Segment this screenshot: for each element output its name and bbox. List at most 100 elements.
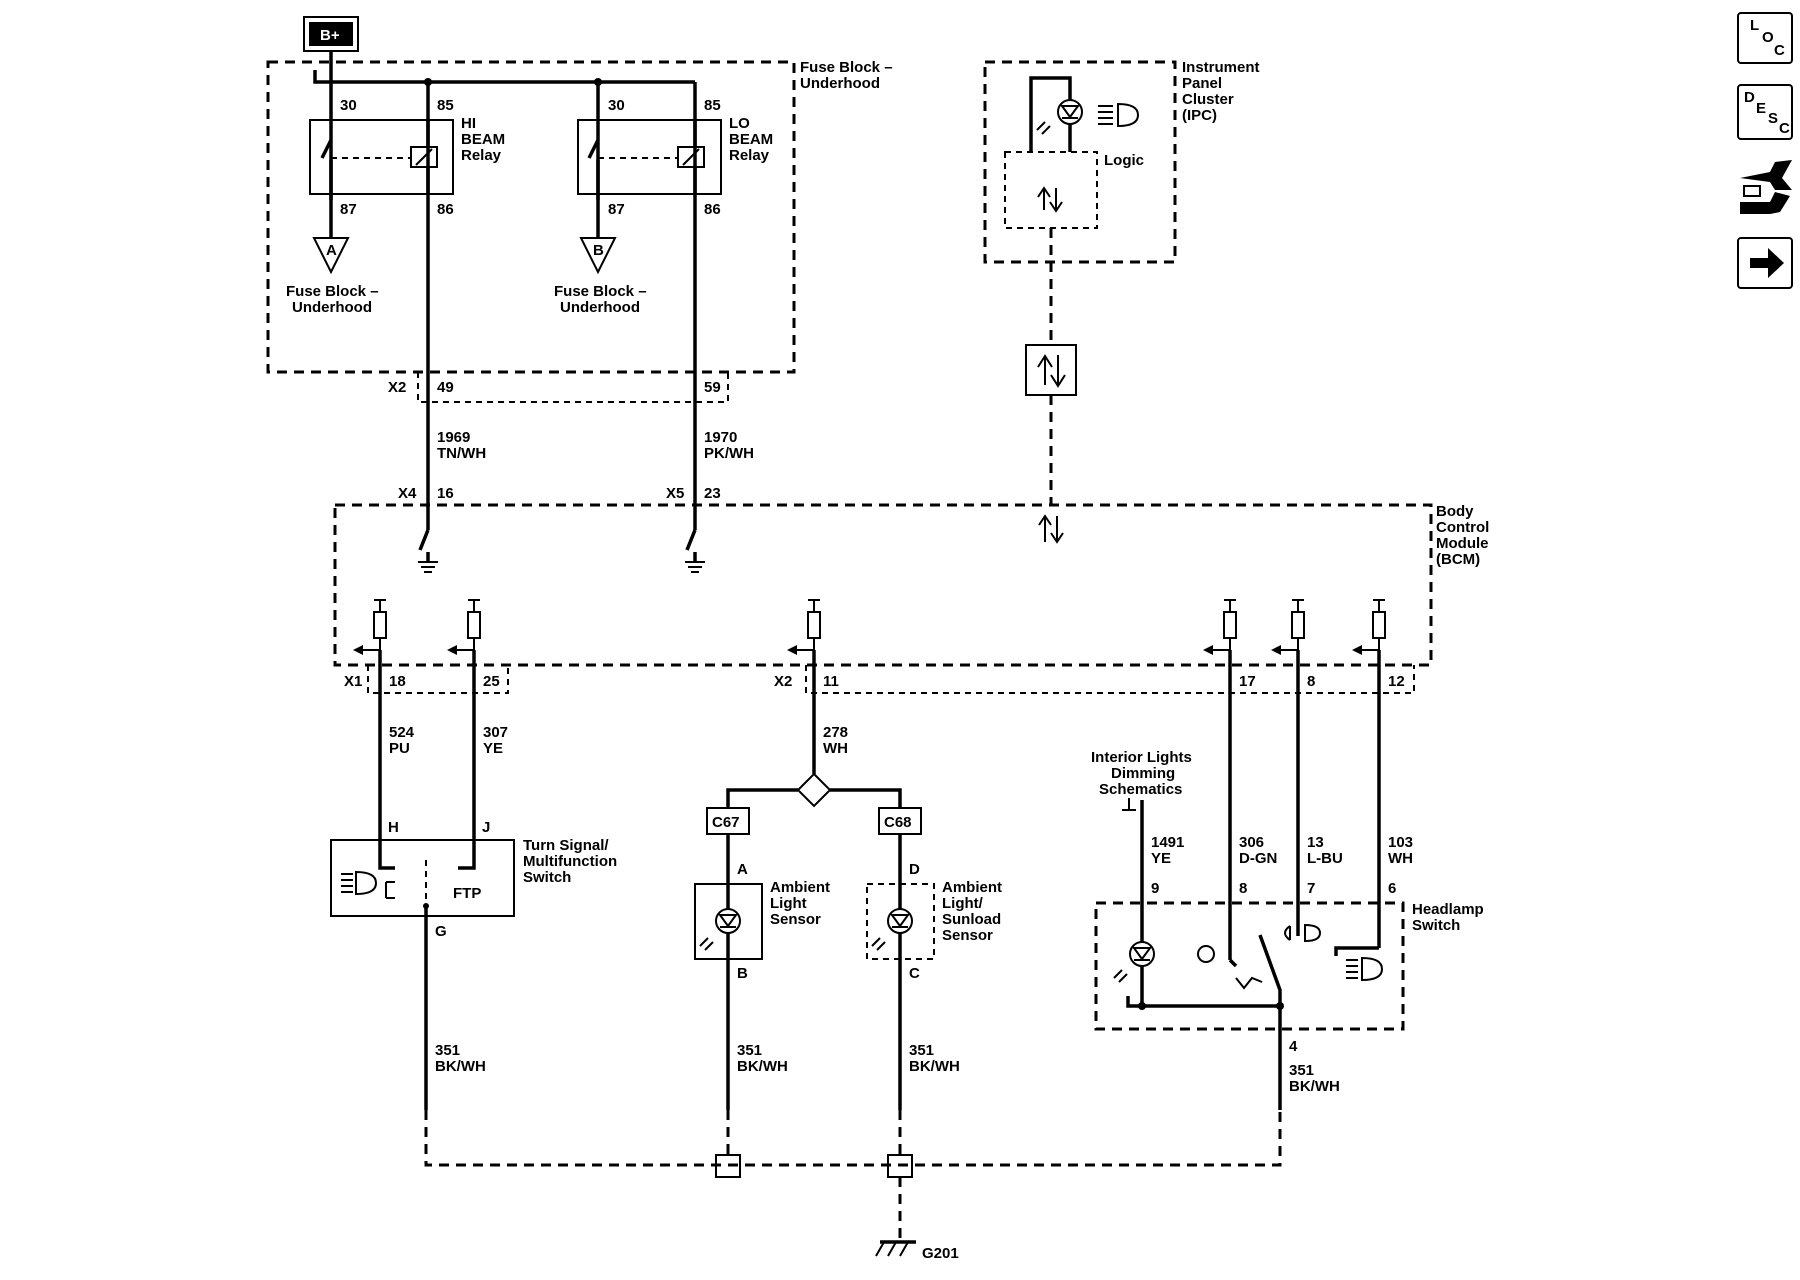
desc-letter-e: E xyxy=(1756,100,1766,117)
svg-text:C68: C68 xyxy=(884,814,912,831)
svg-text:Control: Control xyxy=(1436,519,1489,536)
svg-text:Sensor: Sensor xyxy=(770,911,821,928)
connector-end-view-button[interactable] xyxy=(1740,160,1792,214)
circuit-278-wire: 278 WH xyxy=(726,650,902,808)
svg-text:Light/: Light/ xyxy=(942,895,984,912)
fuse-ref-a-icon xyxy=(312,237,350,275)
svg-text:Cluster: Cluster xyxy=(1182,91,1234,108)
circuit-1491-wire: 1491 YE xyxy=(1140,800,1184,942)
svg-text:HI: HI xyxy=(461,115,476,132)
svg-text:(BCM): (BCM) xyxy=(1436,551,1480,568)
svg-text:85: 85 xyxy=(437,97,454,114)
svg-text:16: 16 xyxy=(437,485,454,502)
circuit-103-wire: 103 WH xyxy=(1377,650,1413,948)
svg-text:Sensor: Sensor xyxy=(942,927,993,944)
svg-text:Multifunction: Multifunction xyxy=(523,853,617,870)
high-beam-indicator-icon xyxy=(1098,102,1140,128)
svg-text:86: 86 xyxy=(437,201,454,218)
svg-text:BK/WH: BK/WH xyxy=(1289,1078,1340,1095)
svg-text:524: 524 xyxy=(389,724,415,741)
svg-text:FTP: FTP xyxy=(453,885,481,902)
circuit-351-turn-switch-wire: 351 BK/WH xyxy=(424,916,486,1110)
splice-c68: C68 xyxy=(878,807,922,835)
ambient-light-sensor: A Ambient Light Sensor B 351 BK/WH xyxy=(694,834,830,1110)
svg-text:1491: 1491 xyxy=(1151,834,1184,851)
park-lamp-icon xyxy=(1284,920,1322,943)
svg-text:306: 306 xyxy=(1239,834,1264,851)
svg-text:TN/WH: TN/WH xyxy=(437,445,486,462)
svg-text:Underhood: Underhood xyxy=(800,75,880,92)
svg-text:BK/WH: BK/WH xyxy=(909,1058,960,1075)
interior-lights-dimming-reference: Interior Lights Dimming Schematics xyxy=(1091,749,1192,811)
svg-text:8: 8 xyxy=(1239,880,1247,897)
svg-text:85: 85 xyxy=(704,97,721,114)
lo-beam-relay: 30 85 LO BEAM Relay 87 86 B Fuse Block –… xyxy=(554,97,773,316)
svg-text:Fuse Block –: Fuse Block – xyxy=(286,283,379,300)
indicator-lamp-icon xyxy=(1057,99,1083,125)
svg-text:351: 351 xyxy=(737,1042,762,1059)
loc-button[interactable]: L O C xyxy=(1737,12,1793,64)
svg-text:Sunload: Sunload xyxy=(942,911,1001,928)
svg-text:87: 87 xyxy=(608,201,625,218)
svg-text:Relay: Relay xyxy=(461,147,502,164)
body-control-module: Body Control Module (BCM) X4 16 X5 23 xyxy=(333,485,1489,667)
svg-text:(IPC): (IPC) xyxy=(1182,107,1217,124)
svg-text:103: 103 xyxy=(1388,834,1413,851)
svg-text:X1: X1 xyxy=(344,673,362,690)
bcm-serial-data-icon xyxy=(1038,514,1052,542)
circuit-1969-wire: 1969 TN/WH xyxy=(426,200,486,530)
svg-text:B+: B+ xyxy=(320,27,340,44)
svg-text:1970: 1970 xyxy=(704,429,737,446)
svg-text:Underhood: Underhood xyxy=(560,299,640,316)
svg-text:Instrument: Instrument xyxy=(1182,59,1260,76)
svg-text:30: 30 xyxy=(340,97,357,114)
svg-text:Switch: Switch xyxy=(523,869,571,886)
svg-text:J: J xyxy=(482,819,490,836)
svg-text:Logic: Logic xyxy=(1104,152,1144,169)
ground-bus: G201 xyxy=(424,1110,1282,1262)
svg-text:4: 4 xyxy=(1289,1038,1298,1055)
fuse-block-underhood: Fuse Block – Underhood xyxy=(266,51,893,374)
desc-letter-s: S xyxy=(1768,110,1778,127)
svg-text:B: B xyxy=(737,965,748,982)
svg-text:Headlamp: Headlamp xyxy=(1412,901,1484,918)
svg-text:H: H xyxy=(388,819,399,836)
svg-text:B: B xyxy=(593,242,604,259)
svg-text:BK/WH: BK/WH xyxy=(737,1058,788,1075)
svg-text:YE: YE xyxy=(483,740,503,757)
headlamp-beam-icon xyxy=(341,870,378,896)
bcm-bottom-connectors: X1 18 25 X2 11 17 8 12 xyxy=(344,665,1415,694)
connector-x2-fuse-block: X2 49 59 xyxy=(388,372,729,403)
svg-text:Panel: Panel xyxy=(1182,75,1222,92)
loc-letter-l: L xyxy=(1750,17,1759,34)
svg-text:G201: G201 xyxy=(922,1245,959,1262)
svg-text:8: 8 xyxy=(1307,673,1315,690)
svg-text:X4: X4 xyxy=(398,485,417,502)
svg-text:7: 7 xyxy=(1307,880,1315,897)
next-page-button[interactable] xyxy=(1737,237,1793,289)
desc-letter-d: D xyxy=(1744,89,1755,106)
svg-text:Ambient: Ambient xyxy=(770,879,830,896)
svg-text:L-BU: L-BU xyxy=(1307,850,1343,867)
svg-text:23: 23 xyxy=(704,485,721,502)
svg-text:X2: X2 xyxy=(388,379,406,396)
svg-text:PK/WH: PK/WH xyxy=(704,445,754,462)
svg-text:D: D xyxy=(909,861,920,878)
svg-text:Module: Module xyxy=(1436,535,1489,552)
svg-text:YE: YE xyxy=(1151,850,1171,867)
loc-letter-c: C xyxy=(1774,42,1785,59)
desc-button[interactable]: D E S C xyxy=(1737,84,1793,140)
headlamp-icon xyxy=(1334,946,1384,982)
svg-text:BEAM: BEAM xyxy=(729,131,773,148)
battery-positive-label: B+ xyxy=(303,16,359,52)
svg-text:Switch: Switch xyxy=(1412,917,1460,934)
fuse-ref-b-icon xyxy=(579,237,617,275)
svg-text:351: 351 xyxy=(909,1042,934,1059)
svg-text:G: G xyxy=(435,923,447,940)
headlamp-switch: Headlamp Switch 9 8 7 6 4 xyxy=(1094,880,1484,1055)
serial-data-line xyxy=(1025,228,1077,505)
serial-data-icon xyxy=(1037,186,1051,210)
svg-text:LO: LO xyxy=(729,115,750,132)
svg-text:X2: X2 xyxy=(774,673,792,690)
